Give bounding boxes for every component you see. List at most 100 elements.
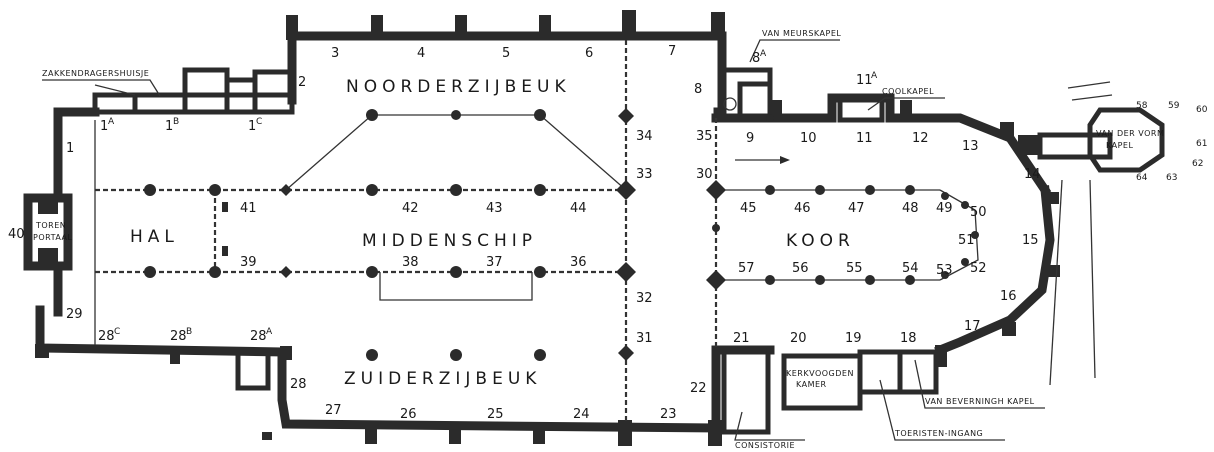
- label-van-meurskapel: VAN MEURSKAPEL: [762, 29, 841, 38]
- bay-number: 46: [794, 201, 811, 216]
- bay-number: 49: [936, 201, 953, 216]
- pillar: [865, 185, 875, 195]
- label-van-beverningh-kapel: VAN BEVERNINGH KAPEL: [925, 397, 1035, 406]
- label-zakkendragershuisje: ZAKKENDRAGERSHUISJE: [42, 69, 149, 78]
- pillar: [971, 231, 979, 239]
- pillar: [706, 180, 726, 200]
- south-annex: [235, 349, 271, 391]
- bay-number: 34: [636, 129, 653, 144]
- bay-number: 30: [696, 167, 713, 182]
- tower-base: [38, 198, 58, 214]
- bay-number-suffix: A: [760, 49, 767, 59]
- bay-number: 28: [98, 329, 115, 344]
- pillar: [865, 275, 875, 285]
- area-van-der-vorm-1: VAN DER VORM: [1096, 129, 1164, 138]
- buttress: [770, 100, 782, 120]
- bay-number: 13: [962, 139, 979, 154]
- bay-number: 1: [66, 141, 74, 156]
- buttress: [280, 346, 292, 360]
- buttress: [35, 344, 49, 358]
- bay-number: 1: [248, 119, 256, 134]
- west-wall: [53, 107, 100, 195]
- buttress: [449, 424, 461, 444]
- bay-number: 58: [1136, 101, 1148, 111]
- bay-number: 40: [8, 227, 25, 242]
- pillar: [222, 202, 228, 212]
- bay-number: 52: [970, 261, 987, 276]
- bay-number: 4: [417, 46, 425, 61]
- annex-room: [182, 67, 230, 115]
- bay-number: 56: [792, 261, 809, 276]
- callout-line: [42, 79, 161, 97]
- buttress: [711, 12, 725, 40]
- area-labels: NOORDERZIJBEUK MIDDENSCHIP ZUIDERZIJBEUK…: [33, 77, 1164, 389]
- area-torenportaal-2: PORTAAL: [33, 233, 73, 242]
- pillar: [451, 110, 461, 120]
- bay-number: 35: [696, 129, 713, 144]
- bay-number: 31: [636, 331, 653, 346]
- bay-number: 33: [636, 167, 653, 182]
- bay-number: 63: [1166, 173, 1177, 183]
- bay-number: 11: [856, 131, 873, 146]
- buttress: [708, 420, 722, 446]
- bay-number: 3: [331, 46, 339, 61]
- sketch-line: [1089, 179, 1096, 379]
- bay-number-suffix: B: [173, 117, 179, 127]
- pillar: [766, 114, 774, 122]
- bay-number: 1: [165, 119, 173, 134]
- bay-numbers: 1 1 A 1 B 1 C 2 3 4 5 6 7 8 8 A 9 10 11 …: [8, 44, 1208, 422]
- bay-number: 43: [486, 201, 503, 216]
- pillar: [144, 184, 156, 196]
- annex-line: [94, 84, 136, 96]
- bay-number: 10: [800, 131, 817, 146]
- area-middenschip: MIDDENSCHIP: [362, 231, 537, 251]
- annex-room: [132, 92, 188, 115]
- buttress: [1002, 322, 1016, 336]
- bay-number: 50: [970, 205, 987, 220]
- bay-number: 21: [733, 331, 750, 346]
- pillar: [905, 275, 915, 285]
- callout-line: [914, 359, 1045, 409]
- buttress: [533, 424, 545, 444]
- cool-chapel: [837, 97, 885, 123]
- bay-number: 15: [1022, 233, 1039, 248]
- bay-number: 11: [856, 73, 873, 88]
- bay-number: 42: [402, 201, 419, 216]
- buttress: [365, 424, 377, 444]
- pillar: [366, 349, 378, 361]
- pillar: [209, 266, 221, 278]
- bay-number: 6: [585, 46, 593, 61]
- callout-labels: ZAKKENDRAGERSHUISJE VAN MEURSKAPEL COOLK…: [42, 29, 1035, 450]
- bay-number-suffix: C: [256, 117, 262, 127]
- bay-number: 57: [738, 261, 755, 276]
- bay-number-suffix: A: [266, 327, 273, 337]
- bay-number: 54: [902, 261, 919, 276]
- annex-room: [252, 69, 295, 115]
- pillar: [905, 185, 915, 195]
- bay-number: 25: [487, 407, 504, 422]
- pillar: [712, 224, 720, 232]
- buttress: [371, 15, 383, 40]
- bay-number: 44: [570, 201, 587, 216]
- bay-number: 19: [845, 331, 862, 346]
- pillar: [815, 275, 825, 285]
- buttresses: [35, 10, 1060, 446]
- bay-number: 5: [502, 46, 510, 61]
- area-hal: HAL: [130, 227, 179, 247]
- pillar: [618, 345, 634, 361]
- bay-number: 27: [325, 403, 342, 418]
- pillar: [618, 108, 634, 124]
- bay-number: 59: [1168, 101, 1180, 111]
- area-torenportaal-1: TOREN: [35, 221, 66, 230]
- pillar: [534, 349, 546, 361]
- pillar: [222, 246, 228, 256]
- pillar: [765, 185, 775, 195]
- bay-number: 61: [1196, 139, 1207, 149]
- bay-number: 60: [1196, 105, 1208, 115]
- buttress: [539, 15, 551, 40]
- chapel-room: [737, 81, 773, 121]
- area-van-der-vorm-2: KAPEL: [1106, 141, 1133, 150]
- sketch-line: [1049, 179, 1063, 386]
- buttress: [618, 420, 632, 446]
- nave-north-line: [285, 114, 627, 191]
